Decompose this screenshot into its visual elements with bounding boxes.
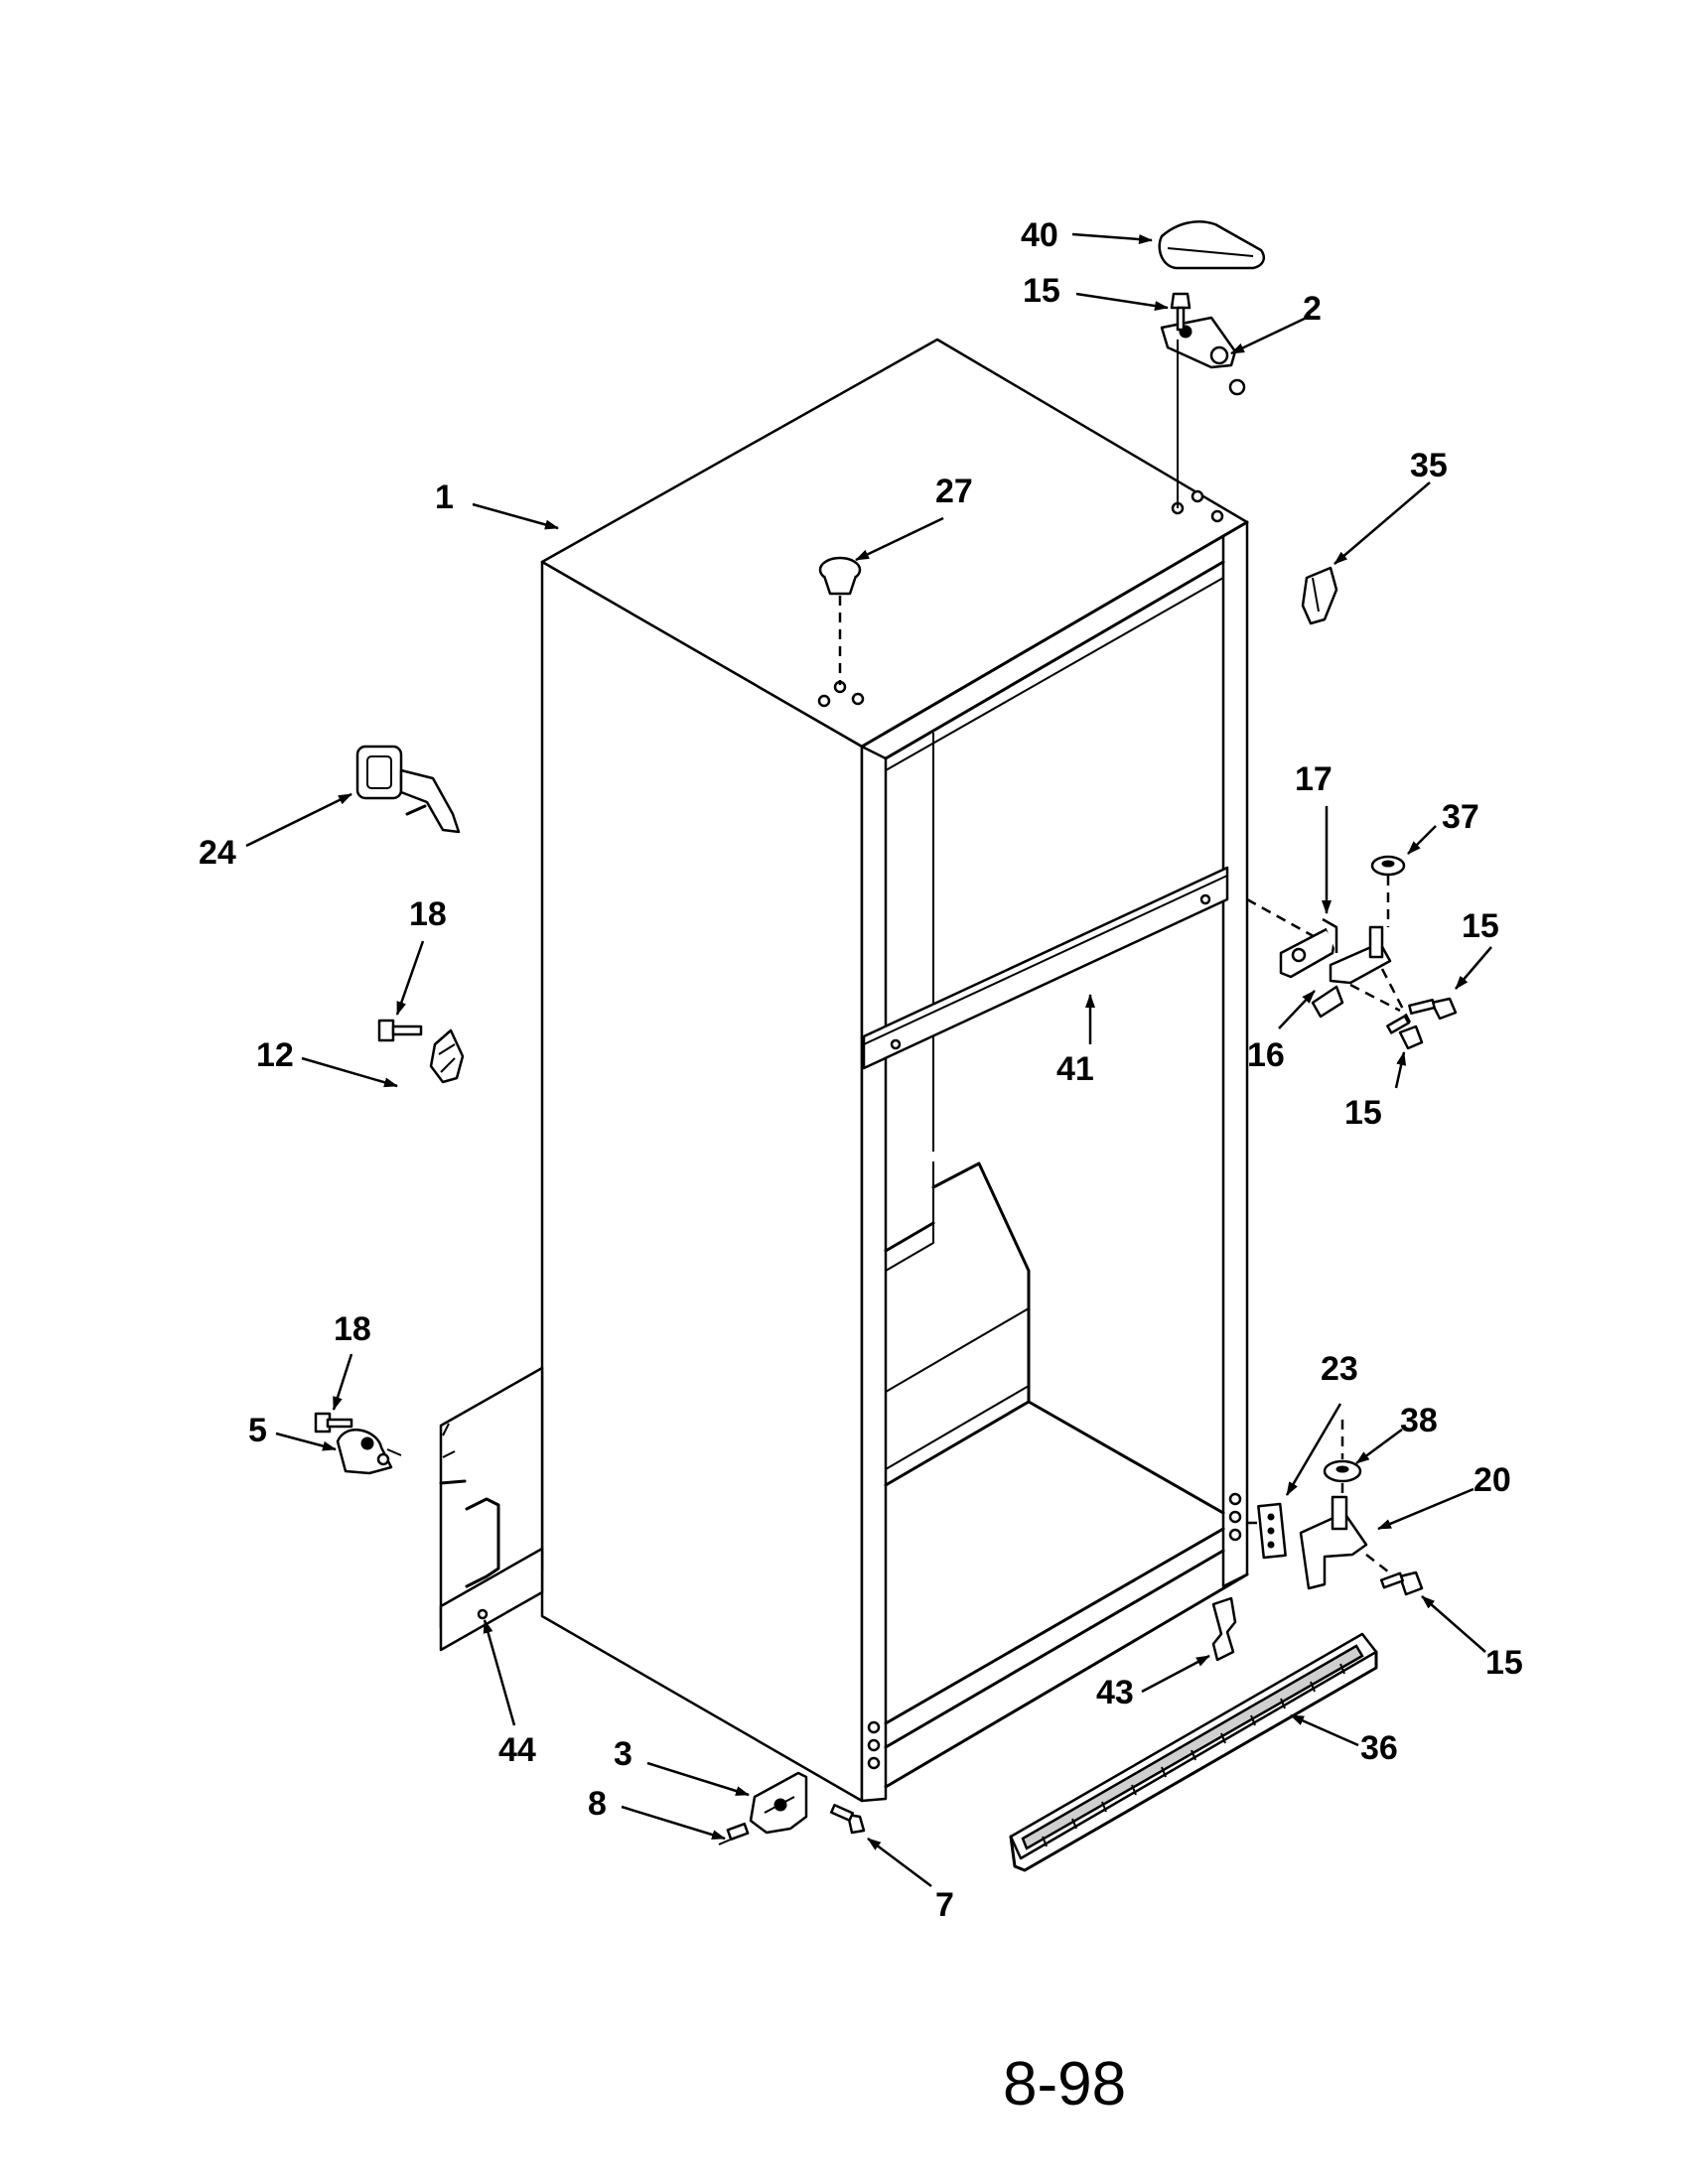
callout-label: 37 xyxy=(1442,798,1479,836)
callout-label: 2 xyxy=(1303,290,1322,328)
hinge-cover xyxy=(1158,220,1265,270)
callout-label: 15 xyxy=(1023,272,1060,310)
rear-panel xyxy=(439,1366,544,1652)
callout-label: 15 xyxy=(1462,907,1499,945)
callout-label: 27 xyxy=(935,473,973,510)
callout-label: 12 xyxy=(256,1036,294,1074)
callout-label: 5 xyxy=(248,1412,267,1449)
hinge-pin-cover xyxy=(1301,566,1338,625)
callout-label: 1 xyxy=(435,478,454,516)
callout-label: 16 xyxy=(1247,1036,1285,1074)
mullion-bar xyxy=(862,866,1229,1070)
callout-label: 36 xyxy=(1360,1729,1398,1767)
callout-label: 43 xyxy=(1096,1674,1134,1711)
wire-clamp xyxy=(314,1412,402,1475)
callout-label: 38 xyxy=(1400,1402,1438,1439)
top-plug xyxy=(818,556,862,685)
callout-label: 41 xyxy=(1056,1050,1094,1088)
callout-label: 18 xyxy=(409,895,447,933)
toe-grille xyxy=(1009,1632,1378,1872)
top-hinge xyxy=(1160,292,1246,508)
page-number: 8-98 xyxy=(1003,2050,1126,2118)
center-hinge xyxy=(1246,855,1458,1050)
callout-label: 15 xyxy=(1485,1644,1523,1682)
grille-clip xyxy=(1211,1596,1237,1662)
callout-label: 40 xyxy=(1021,216,1058,254)
cabinet xyxy=(540,338,1249,1803)
callout-label: 18 xyxy=(334,1310,371,1348)
callout-labels: 40 15 2 1 27 35 24 17 37 15 18 12 41 16 … xyxy=(199,216,1523,1924)
callout-label: 8 xyxy=(588,1785,607,1823)
lower-hinge xyxy=(1247,1420,1424,1596)
callout-label: 35 xyxy=(1410,447,1448,484)
screw-7 xyxy=(829,1804,866,1835)
center-hinge-screw-lower xyxy=(1386,1015,1424,1050)
leveling-leg xyxy=(355,745,461,834)
center-hinge-screw-right xyxy=(1408,997,1458,1021)
lower-hinge-screw xyxy=(1379,1570,1424,1596)
callout-label: 15 xyxy=(1344,1094,1382,1132)
callout-label: 24 xyxy=(199,834,236,872)
callout-label: 17 xyxy=(1295,760,1333,798)
callout-label: 23 xyxy=(1321,1350,1358,1388)
callout-label: 20 xyxy=(1474,1461,1511,1499)
callout-label: 44 xyxy=(498,1731,536,1769)
callout-label: 7 xyxy=(935,1886,954,1924)
door-stop xyxy=(377,1019,465,1084)
leader-lines xyxy=(245,232,1492,1887)
bottom-bracket xyxy=(718,1771,808,1845)
callout-label: 3 xyxy=(614,1735,632,1773)
